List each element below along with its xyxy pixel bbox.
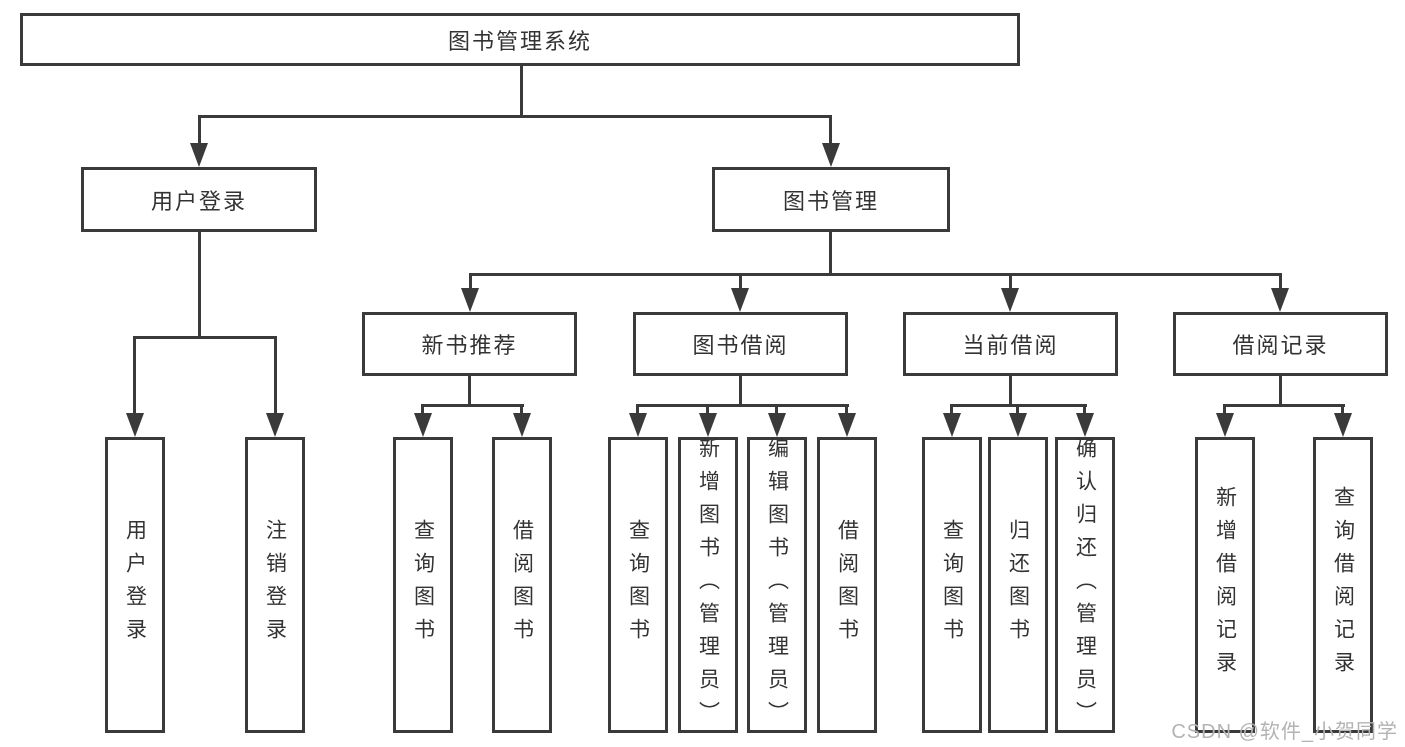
arrowhead-down-icon <box>1271 288 1289 312</box>
arrowhead-down-icon <box>731 288 749 312</box>
node-label: 新书推荐 <box>421 333 518 358</box>
node-label: 新增借阅记录 <box>1213 486 1237 684</box>
node-leaf-user-login: 用户登录 <box>105 437 165 733</box>
connector-line <box>274 336 277 416</box>
connector-line <box>198 115 832 118</box>
connector-line <box>469 273 472 291</box>
node-label: 用户登录 <box>150 188 247 214</box>
node-leaf-return-books: 归还图书 <box>988 437 1048 733</box>
connector-line <box>133 336 277 339</box>
node-leaf-confirm-return-admin: 确认归还（管理员） <box>1055 436 1115 734</box>
connector-line <box>829 115 832 147</box>
connector-line <box>739 376 742 406</box>
connector-line <box>468 376 471 406</box>
connector-line <box>1009 273 1012 291</box>
connector-line <box>421 404 424 418</box>
arrowhead-down-icon <box>414 413 432 437</box>
node-label: 编辑图书（管理员） <box>765 436 789 734</box>
node-label: 借阅记录 <box>1232 333 1329 358</box>
connector-line <box>421 404 524 407</box>
node-label: 查询图书 <box>940 519 964 651</box>
arrowhead-down-icon <box>838 413 856 437</box>
node-label: 图书借阅 <box>692 333 789 358</box>
node-label: 查询借阅记录 <box>1331 486 1355 684</box>
connector-line <box>1223 404 1345 407</box>
connector-line <box>133 336 136 416</box>
node-leaf-query-books-current: 查询图书 <box>922 437 982 733</box>
node-label: 查询图书 <box>626 519 650 651</box>
connector-line <box>1341 404 1344 418</box>
connector-line <box>636 404 849 407</box>
node-label: 借阅图书 <box>510 519 534 651</box>
node-label: 图书管理 <box>782 188 879 214</box>
node-label: 查询图书 <box>411 519 435 651</box>
node-leaf-add-books-admin: 新增图书（管理员） <box>678 436 738 734</box>
node-label: 新增图书（管理员） <box>696 436 720 734</box>
node-label: 图书管理系统 <box>447 28 592 54</box>
arrowhead-down-icon <box>629 413 647 437</box>
node-leaf-query-books-recommend: 查询图书 <box>393 437 453 733</box>
node-root-library-system: 图书管理系统 <box>20 13 1020 66</box>
node-book-management: 图书管理 <box>712 167 950 232</box>
connector-line <box>520 65 523 117</box>
node-leaf-borrow-books-recommend: 借阅图书 <box>492 437 552 733</box>
node-label: 注销登录 <box>263 519 287 651</box>
node-leaf-query-borrow-record: 查询借阅记录 <box>1313 437 1373 733</box>
node-label: 当前借阅 <box>962 333 1059 358</box>
connector-line <box>636 404 639 418</box>
node-leaf-edit-books-admin: 编辑图书（管理员） <box>747 436 807 734</box>
node-label: 确认归还（管理员） <box>1073 436 1097 734</box>
connector-line <box>1279 273 1282 291</box>
node-label: 用户登录 <box>123 519 147 651</box>
connector-line <box>198 115 201 147</box>
connector-line <box>829 232 832 276</box>
arrowhead-down-icon <box>190 143 208 167</box>
arrowhead-down-icon <box>1001 288 1019 312</box>
node-new-book-recommendation: 新书推荐 <box>362 312 577 376</box>
arrowhead-down-icon <box>1216 413 1234 437</box>
node-borrowing-records: 借阅记录 <box>1173 312 1388 376</box>
connector-line <box>469 273 1282 276</box>
arrowhead-down-icon <box>513 413 531 437</box>
arrowhead-down-icon <box>1334 413 1352 437</box>
node-leaf-logout: 注销登录 <box>245 437 305 733</box>
node-leaf-query-books-borrowing: 查询图书 <box>608 437 668 733</box>
arrowhead-down-icon <box>266 413 284 437</box>
arrowhead-down-icon <box>699 413 717 437</box>
arrowhead-down-icon <box>822 143 840 167</box>
connector-line <box>950 404 953 418</box>
connector-line <box>706 404 709 418</box>
connector-line <box>739 273 742 291</box>
connector-line <box>845 404 848 418</box>
node-book-borrowing: 图书借阅 <box>633 312 848 376</box>
connector-line <box>1083 404 1086 418</box>
node-user-login: 用户登录 <box>81 167 317 232</box>
arrowhead-down-icon <box>1009 413 1027 437</box>
arrowhead-down-icon <box>1076 413 1094 437</box>
connector-line <box>198 232 201 338</box>
arrowhead-down-icon <box>768 413 786 437</box>
node-leaf-add-borrow-record: 新增借阅记录 <box>1195 437 1255 733</box>
csdn-watermark: CSDN @软件_小贺同学 <box>1171 721 1398 743</box>
connector-line <box>1009 376 1012 406</box>
connector-line <box>1279 376 1282 406</box>
node-current-borrowing: 当前借阅 <box>903 312 1118 376</box>
node-leaf-borrow-books: 借阅图书 <box>817 437 877 733</box>
arrowhead-down-icon <box>126 413 144 437</box>
connector-line <box>775 404 778 418</box>
connector-line <box>520 404 523 418</box>
arrowhead-down-icon <box>461 288 479 312</box>
arrowhead-down-icon <box>943 413 961 437</box>
node-label: 归还图书 <box>1006 519 1030 651</box>
node-label: 借阅图书 <box>835 519 859 651</box>
connector-line <box>1016 404 1019 418</box>
connector-line <box>1223 404 1226 418</box>
